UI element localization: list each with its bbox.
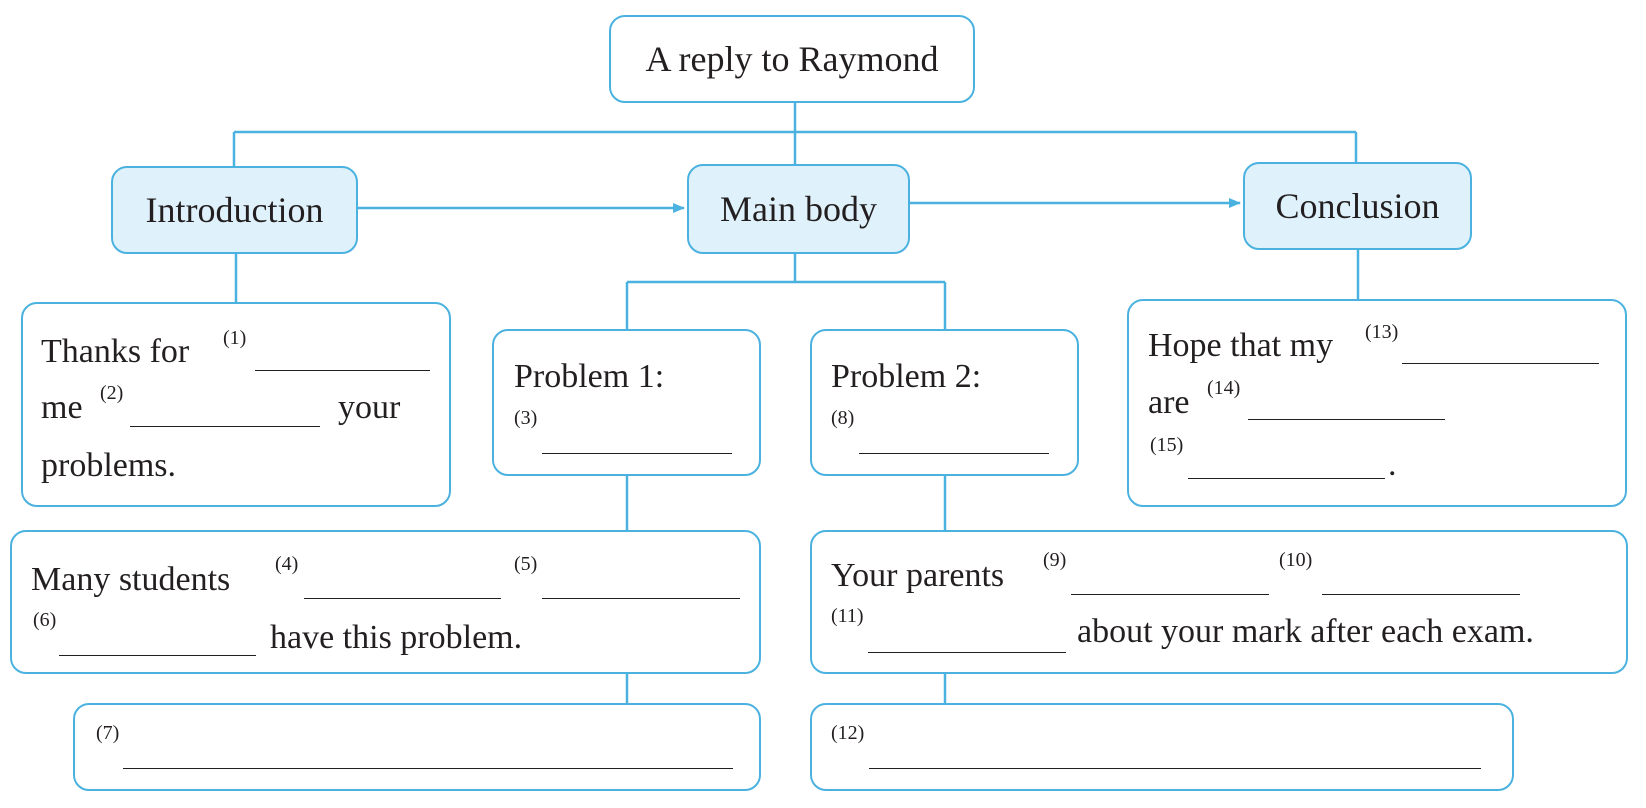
intro-line1-text: Thanks for [41,333,190,370]
conclusion-line1-text: Hope that my [1148,327,1334,364]
answer-blank-8[interactable] [859,453,1049,454]
blank-number-2: (2) [100,382,124,404]
detail1-end-text: have this problem. [270,619,523,656]
answer-blank-9[interactable] [1071,594,1269,595]
conclusion-end-period: . [1388,446,1397,483]
blank-number-7: (7) [96,722,120,744]
intro-line2-text: me [41,389,83,426]
detail1-start-text: Many students [31,561,231,598]
conclusion-box: Conclusion [1243,162,1472,250]
main-body-label: Main body [720,189,877,229]
conclusion-label: Conclusion [1275,186,1440,226]
conclusion-line2-text: are [1148,384,1190,421]
solution2-box: (12) [810,703,1514,791]
problem2-box: Problem 2: (8) [810,329,1079,476]
answer-blank-14[interactable] [1248,419,1445,420]
answer-blank-7[interactable] [123,768,733,769]
answer-blank-13[interactable] [1402,363,1599,364]
answer-blank-3[interactable] [542,453,732,454]
detail2-start-text: Your parents [831,557,1005,594]
blank-number-10: (10) [1279,549,1313,571]
answer-blank-11[interactable] [868,652,1066,653]
blank-number-3: (3) [514,407,538,429]
intro-detail-box: Thanks for (1) me (2) your problems. [21,302,451,507]
solution1-box: (7) [73,703,761,791]
blank-number-15: (15) [1150,434,1184,456]
blank-number-1: (1) [223,327,247,349]
problem2-detail-box: Your parents (9) (10) (11) about your ma… [810,530,1628,674]
answer-blank-15[interactable] [1188,478,1385,479]
blank-number-9: (9) [1043,549,1067,571]
detail2-end-text: about your mark after each exam. [1077,613,1534,650]
blank-number-11: (11) [831,605,864,627]
answer-blank-4[interactable] [304,598,501,599]
intro-line2-end-text: your [338,389,401,426]
blank-number-13: (13) [1365,321,1399,343]
answer-blank-5[interactable] [542,598,740,599]
answer-blank-2[interactable] [130,426,320,427]
problem1-box: Problem 1: (3) [492,329,761,476]
answer-blank-1[interactable] [255,370,430,371]
problem2-label: Problem 2: [831,358,982,395]
introduction-label: Introduction [145,190,324,230]
main-body-box: Main body [687,164,910,254]
title-text: A reply to Raymond [645,39,939,79]
blank-number-14: (14) [1207,377,1241,399]
blank-number-6: (6) [33,609,57,631]
blank-number-8: (8) [831,407,855,429]
problem1-label: Problem 1: [514,358,665,395]
introduction-box: Introduction [111,166,358,254]
conclusion-detail-box: Hope that my (13) are (14) (15) . [1127,299,1627,507]
answer-blank-10[interactable] [1322,594,1520,595]
blank-number-4: (4) [275,553,299,575]
intro-line3-text: problems. [41,447,177,484]
blank-number-12: (12) [831,722,865,744]
answer-blank-6[interactable] [59,655,256,656]
blank-number-5: (5) [514,553,538,575]
answer-blank-12[interactable] [869,768,1481,769]
problem1-detail-box: Many students (4) (5) (6) have this prob… [10,530,761,674]
title-box: A reply to Raymond [609,15,975,103]
